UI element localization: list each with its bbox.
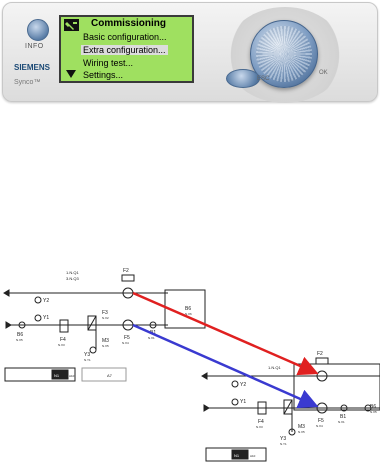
module-n1-label: N1 <box>54 373 60 378</box>
product-name: Synco™ <box>14 79 41 86</box>
lcd-display: Commissioning Basic configuration... Ext… <box>59 15 194 83</box>
arrow-blue <box>132 323 319 409</box>
ok-label: OK <box>319 70 328 76</box>
f2-label-2: F2 <box>317 351 323 357</box>
f5-label: F5 <box>124 335 130 341</box>
f4-sub-2: N.X3 <box>256 425 263 429</box>
sensor-b6-icon <box>18 321 26 329</box>
menu-item-wiring-test[interactable]: Wiring test... <box>83 58 134 68</box>
y1-label-2: Y1 <box>240 399 246 405</box>
sensor-b6-icon-2 <box>364 404 372 412</box>
module-n1 <box>4 367 76 382</box>
brand-logo: SIEMENS <box>14 63 51 72</box>
f5-sub-2: N.X4 <box>316 424 323 428</box>
y2-label: Y2 <box>43 298 49 304</box>
f4-label: F4 <box>60 337 66 343</box>
module-a7-label: A7 <box>107 373 113 378</box>
m3-sub-2: N.X5 <box>298 430 305 434</box>
f3-sub: N.X2 <box>102 316 109 320</box>
module-n1-tag-2 <box>231 449 249 460</box>
rotary-knob[interactable] <box>250 20 318 88</box>
sensor-b1-icon-2 <box>340 404 348 412</box>
aq-label-1: 1.N.Q1 <box>66 270 79 275</box>
esc-label: ESC <box>257 76 270 82</box>
rb6-label: B6 <box>185 306 191 312</box>
b1-sub: N.X1 <box>148 336 155 340</box>
module-a7 <box>81 367 127 382</box>
pump-top-icon <box>122 287 134 299</box>
module-n1-sub-2: A10 <box>250 454 256 458</box>
valve-y2-icon-2 <box>231 380 239 388</box>
f2-label: F2 <box>123 268 129 274</box>
flow-right-icon-2 <box>203 404 210 412</box>
menu-item-basic-configuration[interactable]: Basic configuration... <box>83 32 167 42</box>
controller-device: INFO SIEMENS Synco™ Commissioning Basic … <box>2 2 378 103</box>
sensor-f4-box-2 <box>257 401 267 415</box>
b1-sub-2: N.X1 <box>338 420 345 424</box>
flow-left-icon-2 <box>201 372 208 380</box>
module-n1-sub: A10 <box>69 374 75 378</box>
sensor-f2-2 <box>315 357 329 365</box>
sensor-f4-box <box>59 319 69 333</box>
sensor-f3-box-2 <box>283 399 293 415</box>
y3-label: Y3 <box>84 352 90 358</box>
y3-label-2: Y3 <box>280 436 286 442</box>
pump-top-icon-2 <box>316 370 328 382</box>
f4-label-2: F4 <box>258 419 264 425</box>
module-n1-2 <box>205 447 267 462</box>
m3-sub: N.X5 <box>102 344 109 348</box>
y3-sub: N.Y1 <box>84 358 91 362</box>
f3-label: F3 <box>102 310 108 316</box>
f5-sub: N.X4 <box>122 341 129 345</box>
f5-label-2: F5 <box>318 418 324 424</box>
y1-label: Y1 <box>43 315 49 321</box>
module-n1-label-2: N1 <box>234 453 240 458</box>
module-n1-tag <box>51 369 69 380</box>
menu-title: Commissioning <box>91 18 167 29</box>
storage-tank <box>164 289 206 329</box>
diagram-extended <box>201 357 380 462</box>
diagram-initial <box>3 274 206 382</box>
b6-label-2: B6 <box>370 404 376 410</box>
m3-label-2: M3 <box>298 424 305 430</box>
b6-sub: N.X5 <box>16 338 23 342</box>
info-label: INFO <box>25 43 44 50</box>
b6-sub-2: N.X5 <box>370 410 377 414</box>
info-button[interactable] <box>27 19 49 41</box>
sensor-b1-icon <box>149 321 157 329</box>
hydraulic-diagram: 1.N.Q1 3.N.Q3 F2 Y2 Y1 B6 N.X5 F4 N.X3 F… <box>3 268 380 462</box>
y2-label-2: Y2 <box>240 382 246 388</box>
b6-label: B6 <box>17 332 23 338</box>
pump-y3-icon <box>89 346 97 354</box>
valve-y1-icon <box>34 314 42 322</box>
storage-tank-2 <box>293 363 380 411</box>
menu-item-extra-configuration[interactable]: Extra configuration... <box>81 45 168 55</box>
scroll-down-icon <box>66 70 76 78</box>
menu-item-settings[interactable]: Settings... <box>83 70 124 80</box>
valve-y2-icon <box>34 296 42 304</box>
valve-y1-icon-2 <box>231 398 239 406</box>
flow-right-icon <box>5 321 12 329</box>
f4-sub: N.X3 <box>58 343 65 347</box>
sensor-f2 <box>121 274 135 282</box>
arrow-red <box>132 291 319 376</box>
esc-button[interactable] <box>226 69 260 88</box>
flow-left-icon <box>3 289 10 297</box>
y3-sub-2: N.Y1 <box>280 442 287 446</box>
b1-label-2: B1 <box>340 414 346 420</box>
m3-label: M3 <box>102 338 109 344</box>
service-icon <box>64 19 79 31</box>
aq-label-2: 3.N.Q3 <box>66 276 79 281</box>
rb6-sub: N.X6 <box>185 312 192 316</box>
aq-label-d2: 1.N.Q1 <box>268 365 281 370</box>
